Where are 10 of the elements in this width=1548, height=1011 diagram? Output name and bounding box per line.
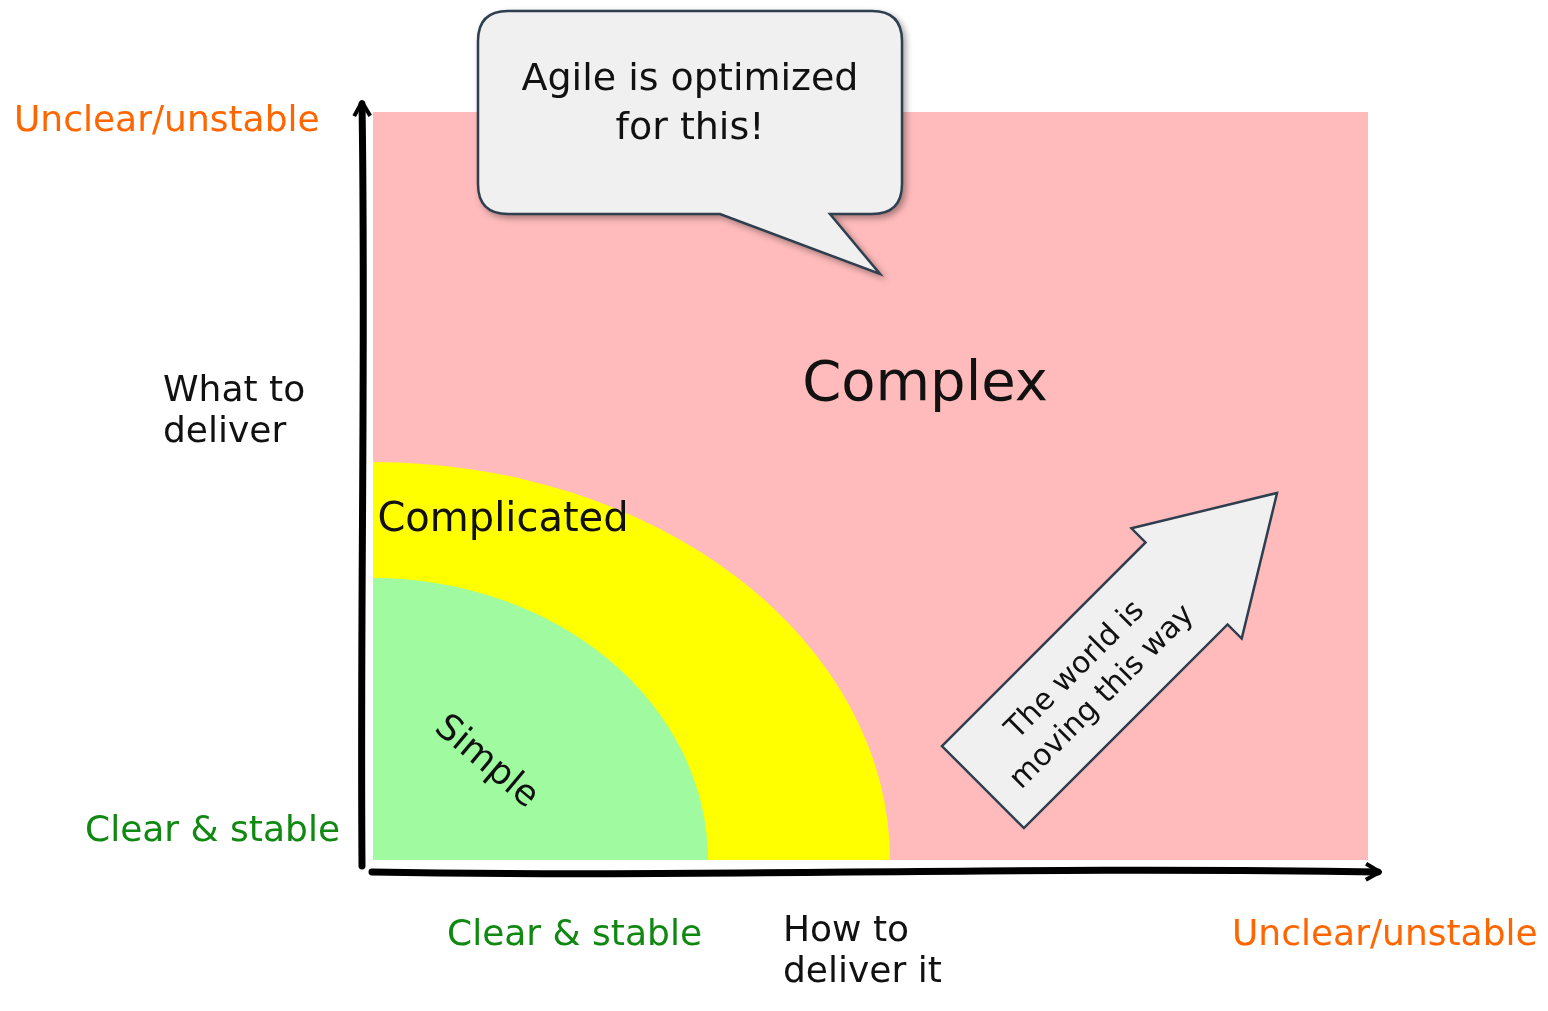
axis-label: Clear & stable <box>85 808 342 850</box>
region-label: Complex <box>802 347 1048 413</box>
axis-label: Clear & stable <box>447 912 704 954</box>
callout-text: Agile is optimized for this! <box>520 54 860 151</box>
axis-label: How to deliver it <box>783 908 943 991</box>
axis-label: Unclear/unstable <box>14 98 321 140</box>
complex-region <box>373 112 1368 860</box>
axis-label: Unclear/unstable <box>1232 912 1539 954</box>
region-label: Complicated <box>377 494 629 540</box>
axis-label: What to deliver <box>163 368 307 451</box>
